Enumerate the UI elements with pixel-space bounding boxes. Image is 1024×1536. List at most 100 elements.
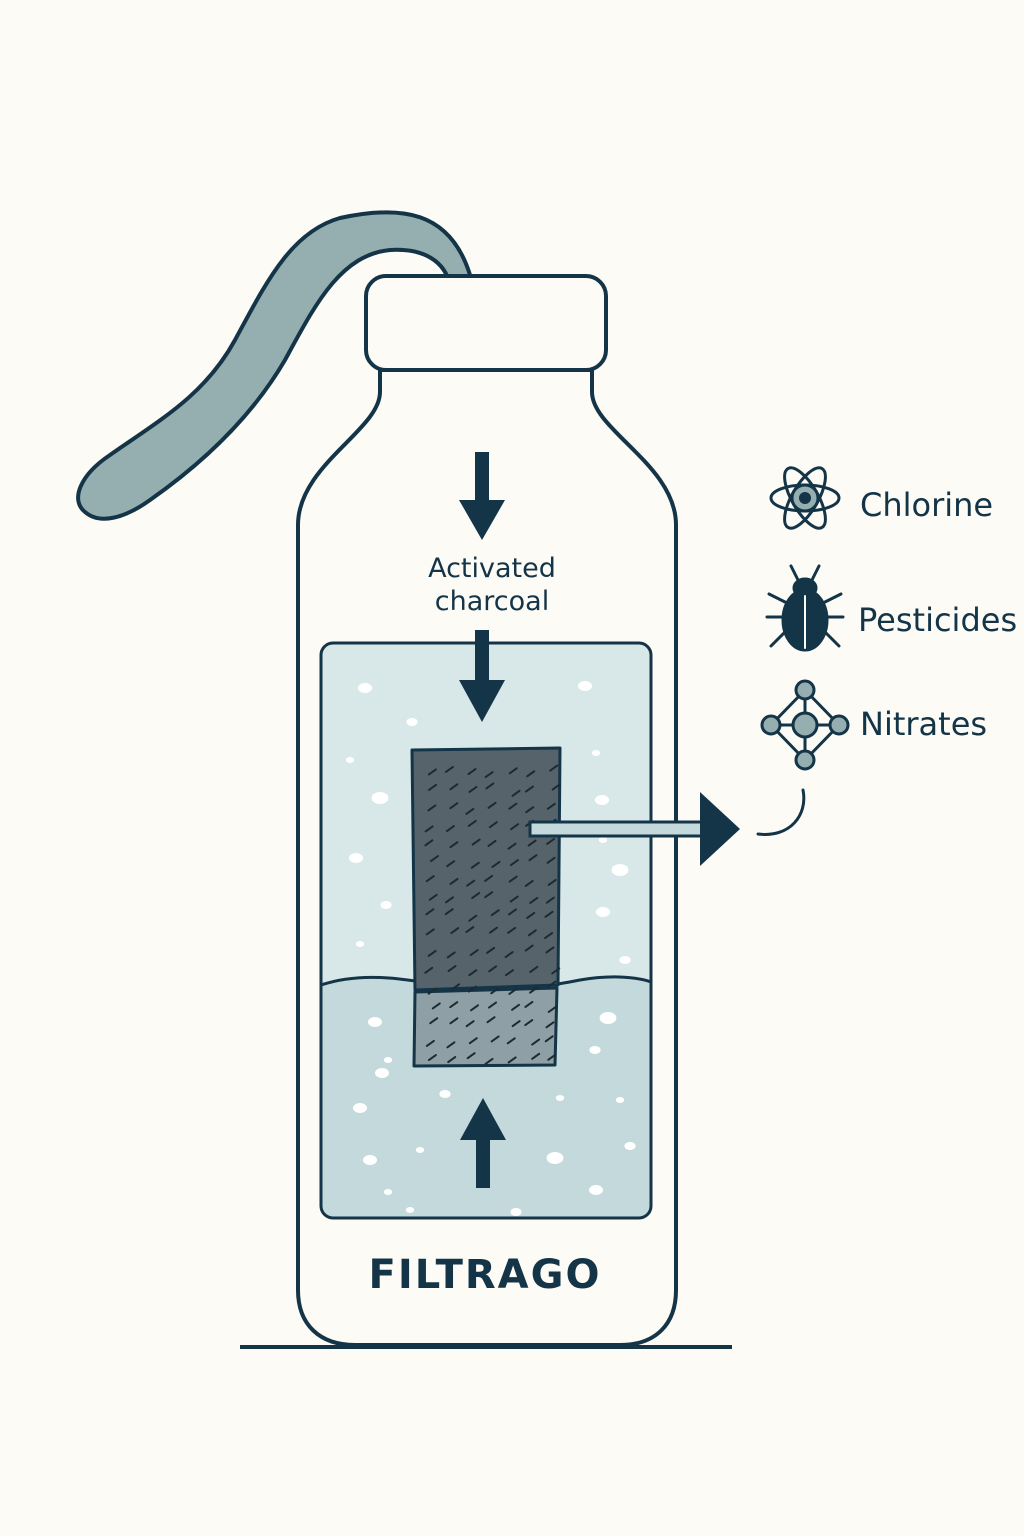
bubble xyxy=(406,718,418,726)
charcoal-grain xyxy=(546,856,556,864)
charcoal-grain xyxy=(449,1001,459,1009)
water-bottom-layer xyxy=(321,976,651,1218)
charcoal-grain xyxy=(470,861,480,869)
charcoal-grain xyxy=(545,896,555,904)
charcoal-grain xyxy=(490,909,500,917)
charcoal-grain xyxy=(485,782,495,790)
connector-curve xyxy=(756,788,806,836)
charcoal-grain xyxy=(509,895,519,903)
charcoal-grain xyxy=(544,910,554,918)
contaminant-label-nitrates: Nitrates xyxy=(860,705,988,743)
charcoal-grain xyxy=(506,1037,516,1045)
charcoal-grain xyxy=(529,965,539,973)
bubble xyxy=(615,1097,625,1103)
charcoal-grain xyxy=(471,838,481,846)
charcoal-grain xyxy=(427,783,437,791)
charcoal-grain xyxy=(429,1017,439,1025)
charcoal-grain xyxy=(531,1052,541,1060)
charcoal-grain xyxy=(504,969,514,977)
charcoal-grain xyxy=(467,819,477,827)
charcoal-grain xyxy=(429,855,439,863)
charcoal-grain xyxy=(524,879,534,887)
charcoal-grain xyxy=(451,983,461,991)
charcoal-grain xyxy=(449,841,459,849)
charcoal-grain xyxy=(551,967,561,975)
bubble xyxy=(358,683,372,693)
bubble xyxy=(383,1189,393,1195)
charcoal-grain xyxy=(446,860,456,868)
charcoal-grain xyxy=(504,951,514,959)
charcoal-grain xyxy=(425,1039,435,1047)
charcoal-grain xyxy=(546,837,556,845)
atom-icon xyxy=(769,466,841,530)
bubble xyxy=(546,1152,564,1164)
charcoal-grain xyxy=(424,966,434,974)
charcoal-grain xyxy=(551,783,561,791)
charcoal-grain xyxy=(427,1054,437,1062)
charcoal-grain xyxy=(431,1002,441,1010)
charcoal-grain xyxy=(446,1041,456,1049)
charcoal-grain xyxy=(468,969,478,977)
charcoal-grain xyxy=(511,1003,521,1011)
charcoal-grain xyxy=(547,980,557,988)
charcoal-grain xyxy=(508,767,518,775)
brand-name: FILTRAGO xyxy=(368,1252,602,1298)
bottle-strap xyxy=(76,210,472,521)
charcoal-grain xyxy=(491,860,501,868)
charcoal-grain xyxy=(469,949,479,957)
charcoal-grain xyxy=(487,839,497,847)
charcoal-grain xyxy=(427,949,437,957)
charcoal-grain xyxy=(511,789,521,797)
charcoal-grain xyxy=(470,1004,480,1012)
bubble xyxy=(383,1057,393,1063)
bubble xyxy=(345,757,355,763)
charcoal-grain xyxy=(427,804,437,812)
bubble xyxy=(589,1046,601,1054)
charcoal-grain xyxy=(488,926,498,934)
charcoal-grain xyxy=(508,875,518,883)
molecule-icon xyxy=(760,679,850,771)
bubble xyxy=(578,681,592,691)
charcoal-grain xyxy=(486,1016,496,1024)
bubble xyxy=(368,1017,382,1027)
bubble xyxy=(624,1142,636,1150)
charcoal-grain xyxy=(525,806,535,814)
charcoal-grain xyxy=(465,807,475,815)
charcoal-grain xyxy=(465,1020,475,1028)
charcoal-grain xyxy=(449,783,459,791)
charcoal-grain xyxy=(490,1035,500,1043)
charcoal-grain xyxy=(508,987,518,995)
charcoal-grain xyxy=(507,908,517,916)
bubble xyxy=(599,1012,617,1024)
charcoal-grain xyxy=(528,854,538,862)
charcoal-grain xyxy=(466,879,476,887)
arrow-down-chamber xyxy=(459,630,505,722)
contaminant-label-pesticides: Pesticides xyxy=(858,601,1018,639)
charcoal-grain xyxy=(471,892,481,900)
charcoal-grain xyxy=(545,1021,555,1029)
charcoal-grain xyxy=(444,908,454,916)
charcoal-grain xyxy=(488,965,498,973)
charcoal-grain xyxy=(425,928,435,936)
charcoal-grain xyxy=(547,1053,557,1061)
charcoal-grain xyxy=(428,893,438,901)
bubble xyxy=(598,837,608,843)
charcoal-grain xyxy=(447,965,457,973)
charcoal-grain xyxy=(531,1038,541,1046)
charcoal-grain xyxy=(449,877,459,885)
bubble xyxy=(375,1068,389,1078)
bubble xyxy=(510,1208,522,1216)
charcoal-grain xyxy=(427,987,437,995)
charcoal-grain xyxy=(545,946,555,954)
bubble xyxy=(415,1147,425,1153)
charcoal-grain xyxy=(450,927,460,935)
charcoal-grain xyxy=(488,821,498,829)
charcoal-grain xyxy=(507,842,517,850)
bubble xyxy=(439,1090,451,1098)
charcoal-grain xyxy=(549,764,559,772)
charcoal-filter-block xyxy=(410,746,562,1068)
beetle-icon xyxy=(765,564,845,652)
charcoal-grain xyxy=(490,987,500,995)
charcoal-grain xyxy=(547,1005,557,1013)
bottle-cap xyxy=(364,274,608,372)
